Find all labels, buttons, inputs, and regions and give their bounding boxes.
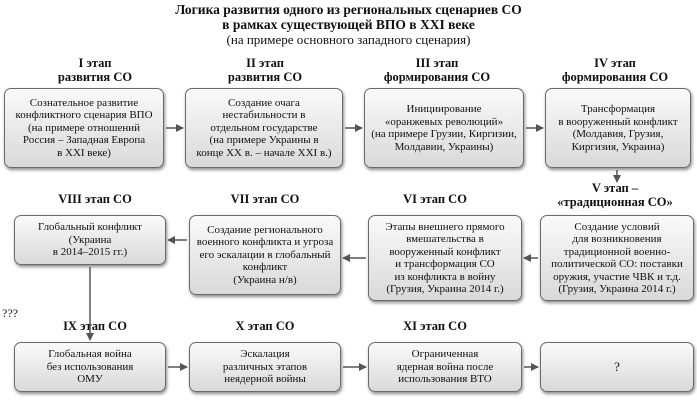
stage-9-label: IX этап СО [63,319,127,333]
stage-4-box: Трансформация в вооруженный конфликт (Мо… [545,88,691,168]
stage-4-label: IV этап формирования СО [561,56,669,84]
stage-1-label: I этап развития СО [57,56,133,84]
diagram-title-line2: в рамках существующей ВПО в XXI веке [222,17,475,32]
side-question-mark: ??? [2,306,18,320]
stage-11-box: Ограниченная ядерная война после использ… [368,342,522,392]
stage-8-box: Глобальный конфликт (Украина в 2014–2015… [14,215,166,265]
stage-10-label: X этап СО [235,319,295,333]
stage-3-box: Инициирование «оранжевых революций» (на … [364,88,524,168]
diagram-subtitle: (на примере основного западного сценария… [226,32,471,47]
stage-7-box: Создание регионального военного конфликт… [189,215,341,295]
stage-11-label: XI этап СО [403,319,467,333]
stage-2-box: Создание очага нестабильности в отдельно… [185,88,343,168]
stage-10-box: Эскалация различных этапов неядерной вой… [189,342,341,392]
stage-8-label: VIII этап СО [58,192,132,206]
stage-7-label: VII этап СО [230,192,300,206]
stage-1-box: Сознательное развитие конфликтного сцена… [4,88,164,168]
stage-6-box: Этапы внешнего прямого вмешательства в в… [368,215,522,301]
stage-9-box: Глобальная война без использования ОМУ [14,342,166,392]
stage-5-box: Создание условий для возникновения тради… [540,215,694,301]
stage-6-label: VI этап СО [403,192,467,206]
stage-2-label: II этап развития СО [227,56,303,84]
stage-3-label: III этап формирования СО [383,56,491,84]
stage-12-box: ? [540,342,694,392]
stage-5-label: V этап – «традиционная СО» [557,181,673,209]
diagram-title-line1: Логика развития одного из региональных с… [175,2,522,17]
